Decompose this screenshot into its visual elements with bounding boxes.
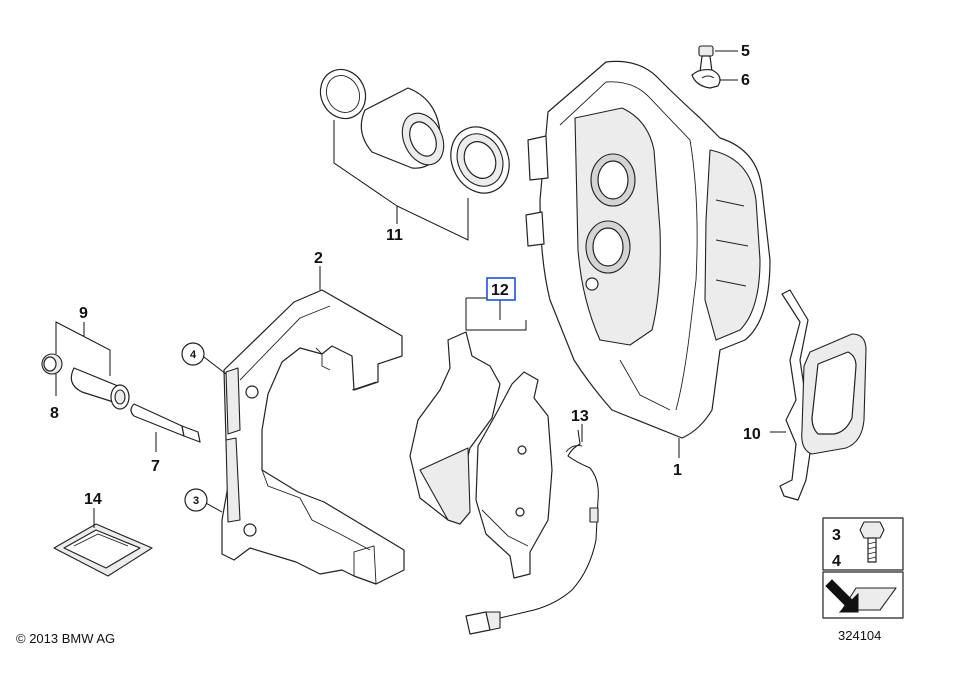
label-part-6: 6 [741, 72, 750, 89]
label-part-5: 5 [741, 43, 750, 60]
part-7-guide-pin-bolt[interactable] [130, 403, 201, 452]
label-part-11: 11 [386, 227, 403, 244]
label-part-1: 1 [673, 462, 682, 479]
part-13-pad-wear-sensor[interactable] [465, 424, 599, 635]
part-labels: 1 2 3 4 5 6 7 8 9 10 11 12 13 14 [50, 43, 761, 512]
part-11-piston-kit[interactable] [312, 62, 519, 241]
part-8-guide-pin-cap[interactable] [41, 353, 63, 396]
label-part-13: 13 [571, 408, 589, 425]
part-2-caliper-carrier[interactable] [203, 266, 405, 585]
inset-label-3: 3 [832, 527, 841, 544]
inset-label-4: 4 [832, 553, 841, 570]
next-page-arrow-icon [825, 579, 897, 613]
diagram-number: 324104 [838, 628, 881, 643]
label-part-4-circle [181, 342, 205, 366]
label-part-8: 8 [50, 405, 59, 422]
part-5-bleeder-screw[interactable] [698, 45, 738, 73]
part-10-anti-rattle-spring[interactable] [770, 289, 867, 501]
part-9-guide-pin-sleeve[interactable] [55, 321, 130, 410]
label-part-7: 7 [151, 458, 160, 475]
part-14-grease-packet[interactable] [53, 508, 153, 577]
highlight-box-part-12 [486, 277, 516, 301]
label-part-3-circle [184, 488, 208, 512]
label-part-14: 14 [84, 491, 102, 508]
copyright-text: © 2013 BMW AG [16, 631, 115, 646]
label-part-12: 12 [491, 282, 509, 299]
part-12-brake-pads[interactable] [409, 297, 553, 579]
label-part-4: 4 [190, 349, 197, 361]
label-part-9: 9 [79, 305, 88, 322]
part-1-brake-caliper[interactable] [525, 60, 771, 458]
inset-arrow-panel [822, 571, 904, 619]
inset-bolt-panel[interactable]: 3 4 [822, 517, 904, 571]
label-part-3: 3 [193, 495, 199, 507]
label-part-10: 10 [743, 426, 761, 443]
label-part-2: 2 [314, 250, 323, 267]
bolt-icon [859, 521, 885, 563]
part-6-bleeder-cap[interactable] [691, 68, 738, 89]
